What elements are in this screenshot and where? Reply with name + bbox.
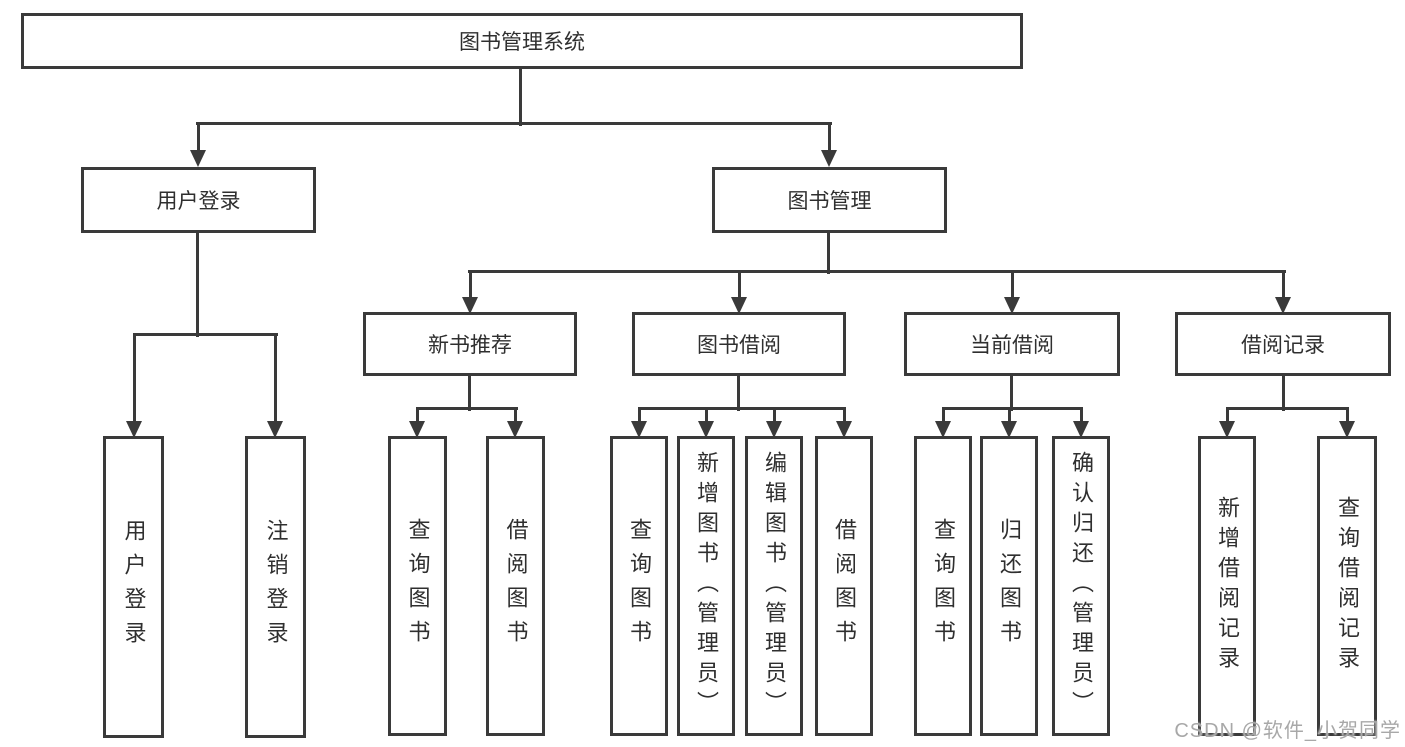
connector-arrow-stem [842,408,846,421]
node-new-book-recommend-label: 新书推荐 [428,334,512,357]
connector-line [942,406,1083,410]
arrowhead-icon [731,297,747,314]
leaf-add-borrow-record-label: 新增借阅记录 [1215,496,1240,676]
leaf-borrow-query-book: 查询图书 [610,436,668,736]
arrowhead-icon [1004,297,1020,314]
connector-arrow-stem [1007,408,1011,421]
arrowhead-icon [462,297,478,314]
leaf-add-book-admin-label: 新增图书（管理员） [694,451,719,721]
leaf-user-login: 用户登录 [103,436,164,738]
leaf-recommend-borrow-book: 借阅图书 [486,436,545,736]
leaf-borrow-query-book-label: 查询图书 [627,518,652,654]
connector-arrow-stem [1225,408,1229,421]
connector-line [468,269,1286,273]
arrowhead-icon [1219,421,1235,438]
leaf-query-borrow-record-label: 查询借阅记录 [1335,496,1360,676]
leaf-user-login-label: 用户登录 [121,519,147,655]
arrowhead-icon [1275,297,1291,314]
connector-line [518,69,522,126]
leaf-confirm-return-admin-label: 确认归还（管理员） [1069,451,1094,721]
leaf-current-query-book-label: 查询图书 [931,518,956,654]
node-root-label: 图书管理系统 [459,31,585,54]
connector-arrow-stem [1079,408,1083,421]
connector-line [736,376,740,411]
connector-arrow-stem [513,408,517,421]
connector-arrow-stem [273,334,277,421]
node-borrow-records: 借阅记录 [1175,312,1391,376]
leaf-query-borrow-record: 查询借阅记录 [1317,436,1377,736]
leaf-add-borrow-record: 新增借阅记录 [1198,436,1256,736]
leaf-logout-label: 注销登录 [263,519,289,655]
arrowhead-icon [507,421,523,438]
leaf-add-book-admin: 新增图书（管理员） [677,436,735,736]
connector-arrow-stem [415,408,419,421]
node-user-login: 用户登录 [81,167,316,233]
leaf-return-book: 归还图书 [980,436,1038,736]
connector-line [196,121,832,125]
node-book-borrow-label: 图书借阅 [697,334,781,357]
node-book-manage: 图书管理 [712,167,947,233]
leaf-borrow-borrow-book: 借阅图书 [815,436,873,736]
connector-arrow-stem [1010,271,1014,297]
connector-arrow-stem [132,334,136,421]
node-user-login-label: 用户登录 [156,190,241,213]
connector-arrow-stem [941,408,945,421]
connector-arrow-stem [772,408,776,421]
arrowhead-icon [1073,421,1089,438]
arrowhead-icon [766,421,782,438]
connector-arrow-stem [637,408,641,421]
node-borrow-records-label: 借阅记录 [1241,334,1325,357]
arrowhead-icon [190,150,206,167]
arrowhead-icon [935,421,951,438]
leaf-current-query-book: 查询图书 [914,436,972,736]
leaf-confirm-return-admin: 确认归还（管理员） [1052,436,1110,736]
arrowhead-icon [631,421,647,438]
connector-line [467,376,471,411]
leaf-edit-book-admin: 编辑图书（管理员） [745,436,803,736]
leaf-return-book-label: 归还图书 [997,518,1022,654]
node-current-borrow: 当前借阅 [904,312,1120,376]
arrowhead-icon [836,421,852,438]
arrowhead-icon [1001,421,1017,438]
watermark: CSDN @软件_小贺同学 [1174,720,1401,742]
arrowhead-icon [126,421,142,438]
connector-line [133,332,278,336]
connector-line [416,406,518,410]
arrowhead-icon [821,150,837,167]
connector-line [638,406,846,410]
arrowhead-icon [698,421,714,438]
node-book-borrow: 图书借阅 [632,312,846,376]
leaf-edit-book-admin-label: 编辑图书（管理员） [762,451,787,721]
connector-line [1226,406,1349,410]
leaf-borrow-borrow-book-label: 借阅图书 [832,518,857,654]
connector-arrow-stem [704,408,708,421]
leaf-recommend-query-book: 查询图书 [388,436,447,736]
connector-line [195,233,199,337]
node-current-borrow-label: 当前借阅 [970,334,1054,357]
connector-arrow-stem [737,271,741,297]
node-root: 图书管理系统 [21,13,1023,69]
connector-line [826,233,830,274]
connector-arrow-stem [1281,271,1285,297]
connector-arrow-stem [827,123,831,150]
connector-line [1009,376,1013,411]
arrowhead-icon [267,421,283,438]
node-new-book-recommend: 新书推荐 [363,312,577,376]
node-book-manage-label: 图书管理 [787,190,872,213]
connector-arrow-stem [1345,408,1349,421]
arrowhead-icon [1339,421,1355,438]
connector-arrow-stem [196,123,200,150]
leaf-recommend-query-book-label: 查询图书 [405,518,431,654]
leaf-logout: 注销登录 [245,436,306,738]
connector-arrow-stem [468,271,472,297]
arrowhead-icon [409,421,425,438]
leaf-recommend-borrow-book-label: 借阅图书 [503,518,529,654]
connector-line [1281,376,1285,411]
